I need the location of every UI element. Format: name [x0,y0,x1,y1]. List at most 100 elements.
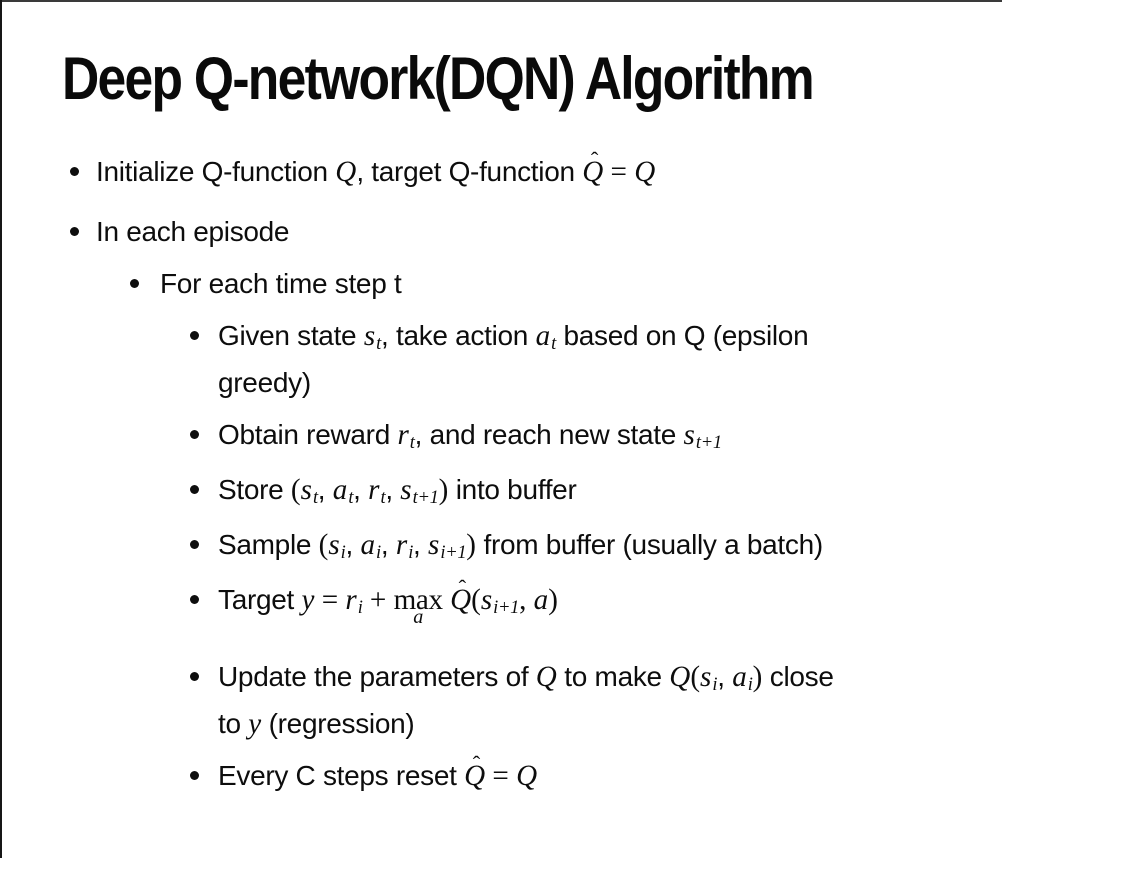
math-var: y [248,708,262,740]
bullet-icon [130,279,139,288]
math-subscript: t+1 [695,432,722,453]
bullet-text: Initialize Q-function Q, target Q-functi… [96,148,1098,194]
math-roman-run: = [485,760,517,792]
text-run: , [385,474,401,505]
bullet-text: Obtain reward rt, and reach new state st… [218,413,1098,460]
bullet-icon [190,430,199,439]
math-var: Q [464,760,486,792]
bullet-text: Sample (si, ai, ri, si+1) from buffer (u… [218,523,1098,570]
math-var: a [533,584,549,616]
math-var: s [300,474,312,506]
math-subscript: i [408,542,414,563]
math-var: s [400,474,412,506]
math-subscript: i+1 [440,542,467,563]
text-run: , take action [381,320,536,351]
text-run: , target Q-function [356,156,583,187]
slide-edge-top [0,0,1002,2]
math-subscript: i [376,542,381,563]
bullet-text: Given state st, take action at based on … [218,314,1098,405]
text-run: Given state [218,320,364,351]
text-run: In each episode [96,216,290,247]
math-var: Q [535,661,557,693]
math-var: r [395,529,408,561]
text-run: , [717,661,733,692]
math-var: Q [582,156,604,188]
text-run: For each time step t [160,268,402,299]
max-word: max [393,584,444,616]
hat-icon: ˆ [472,751,480,777]
hat-icon: ˆ [590,147,598,173]
bullet-text: Update the parameters of Q to make Q(si,… [218,655,1098,746]
math-roman-run: , [519,584,534,616]
math-subscript: i [340,542,346,563]
text-run: Initialize Q-function [96,156,336,187]
math-var: a [732,661,747,693]
math-subscript: t [376,333,381,354]
math-subscript: t [409,432,415,453]
math-var: s [328,529,340,561]
math-subscript: t [312,487,318,508]
math-roman-run [443,584,450,616]
math-var: Q [516,760,538,792]
math-subscript: i [357,597,363,618]
bullet-icon [190,771,199,780]
math-roman-run: ( [290,474,301,506]
text-run: into buffer [448,474,577,505]
text-run: , [353,474,369,505]
math-var: s [700,661,712,693]
math-var: a [535,320,551,352]
bullet-sample-buffer: Sample (si, ai, ri, si+1) from buffer (u… [68,523,1098,570]
text-run: from buffer (usually a batch) [476,529,823,560]
slide-title: Deep Q-network(DQN) Algorithm [62,45,815,112]
text-run: Sample [218,529,319,560]
math-var: s [363,320,376,352]
math-roman-run: + [362,584,394,616]
math-var: r [397,419,409,451]
bullet-icon [190,331,199,340]
math-subscript: t [348,487,354,508]
math-roman-run: ) [438,474,449,506]
math-subscript: i [747,674,753,695]
math-roman-run: ) [548,584,558,616]
text-run: (regression) [261,708,415,739]
math-subscript: i+1 [493,597,520,618]
math-var: Q [450,584,472,616]
bullet-icon [70,227,79,236]
hat-icon: ˆ [458,575,466,601]
bullet-update-parameters: Update the parameters of Q to make Q(si,… [68,655,1098,746]
math-roman-run: ( [318,529,329,561]
math-roman-run: = [603,156,635,188]
math-roman-run: ( [690,661,701,693]
math-var: r [368,474,380,506]
text-run: close [762,661,834,692]
math-subscript: t+1 [412,487,439,508]
math-var: y [301,584,315,616]
text-run: to [218,708,249,739]
bullet-obtain-reward: Obtain reward rt, and reach new state st… [68,413,1098,460]
math-var: a [360,529,376,561]
max-underscript: a [413,605,424,628]
math-var: Q [669,661,691,693]
math-var: Q [335,156,357,188]
text-run: , [345,529,361,560]
text-run: Store [218,474,291,505]
bullet-store-buffer: Store (st, at, rt, st+1) into buffer [68,468,1098,515]
math-subscript: t [380,487,386,508]
math-roman-run: ) [752,661,763,693]
bullet-icon [190,672,199,681]
bullet-for-each-time-step: For each time step t [68,262,1098,306]
math-var: Q [634,156,656,188]
bullet-initialize: Initialize Q-function Q, target Q-functi… [68,148,1098,194]
text-run: based on Q (epsilon [555,320,809,351]
text-run: , [317,474,333,505]
bullet-in-each-episode: In each episode [68,210,1098,254]
math-var: s [428,529,440,561]
math-roman-run: ) [466,529,476,561]
bullet-text: In each episode [96,210,1098,254]
